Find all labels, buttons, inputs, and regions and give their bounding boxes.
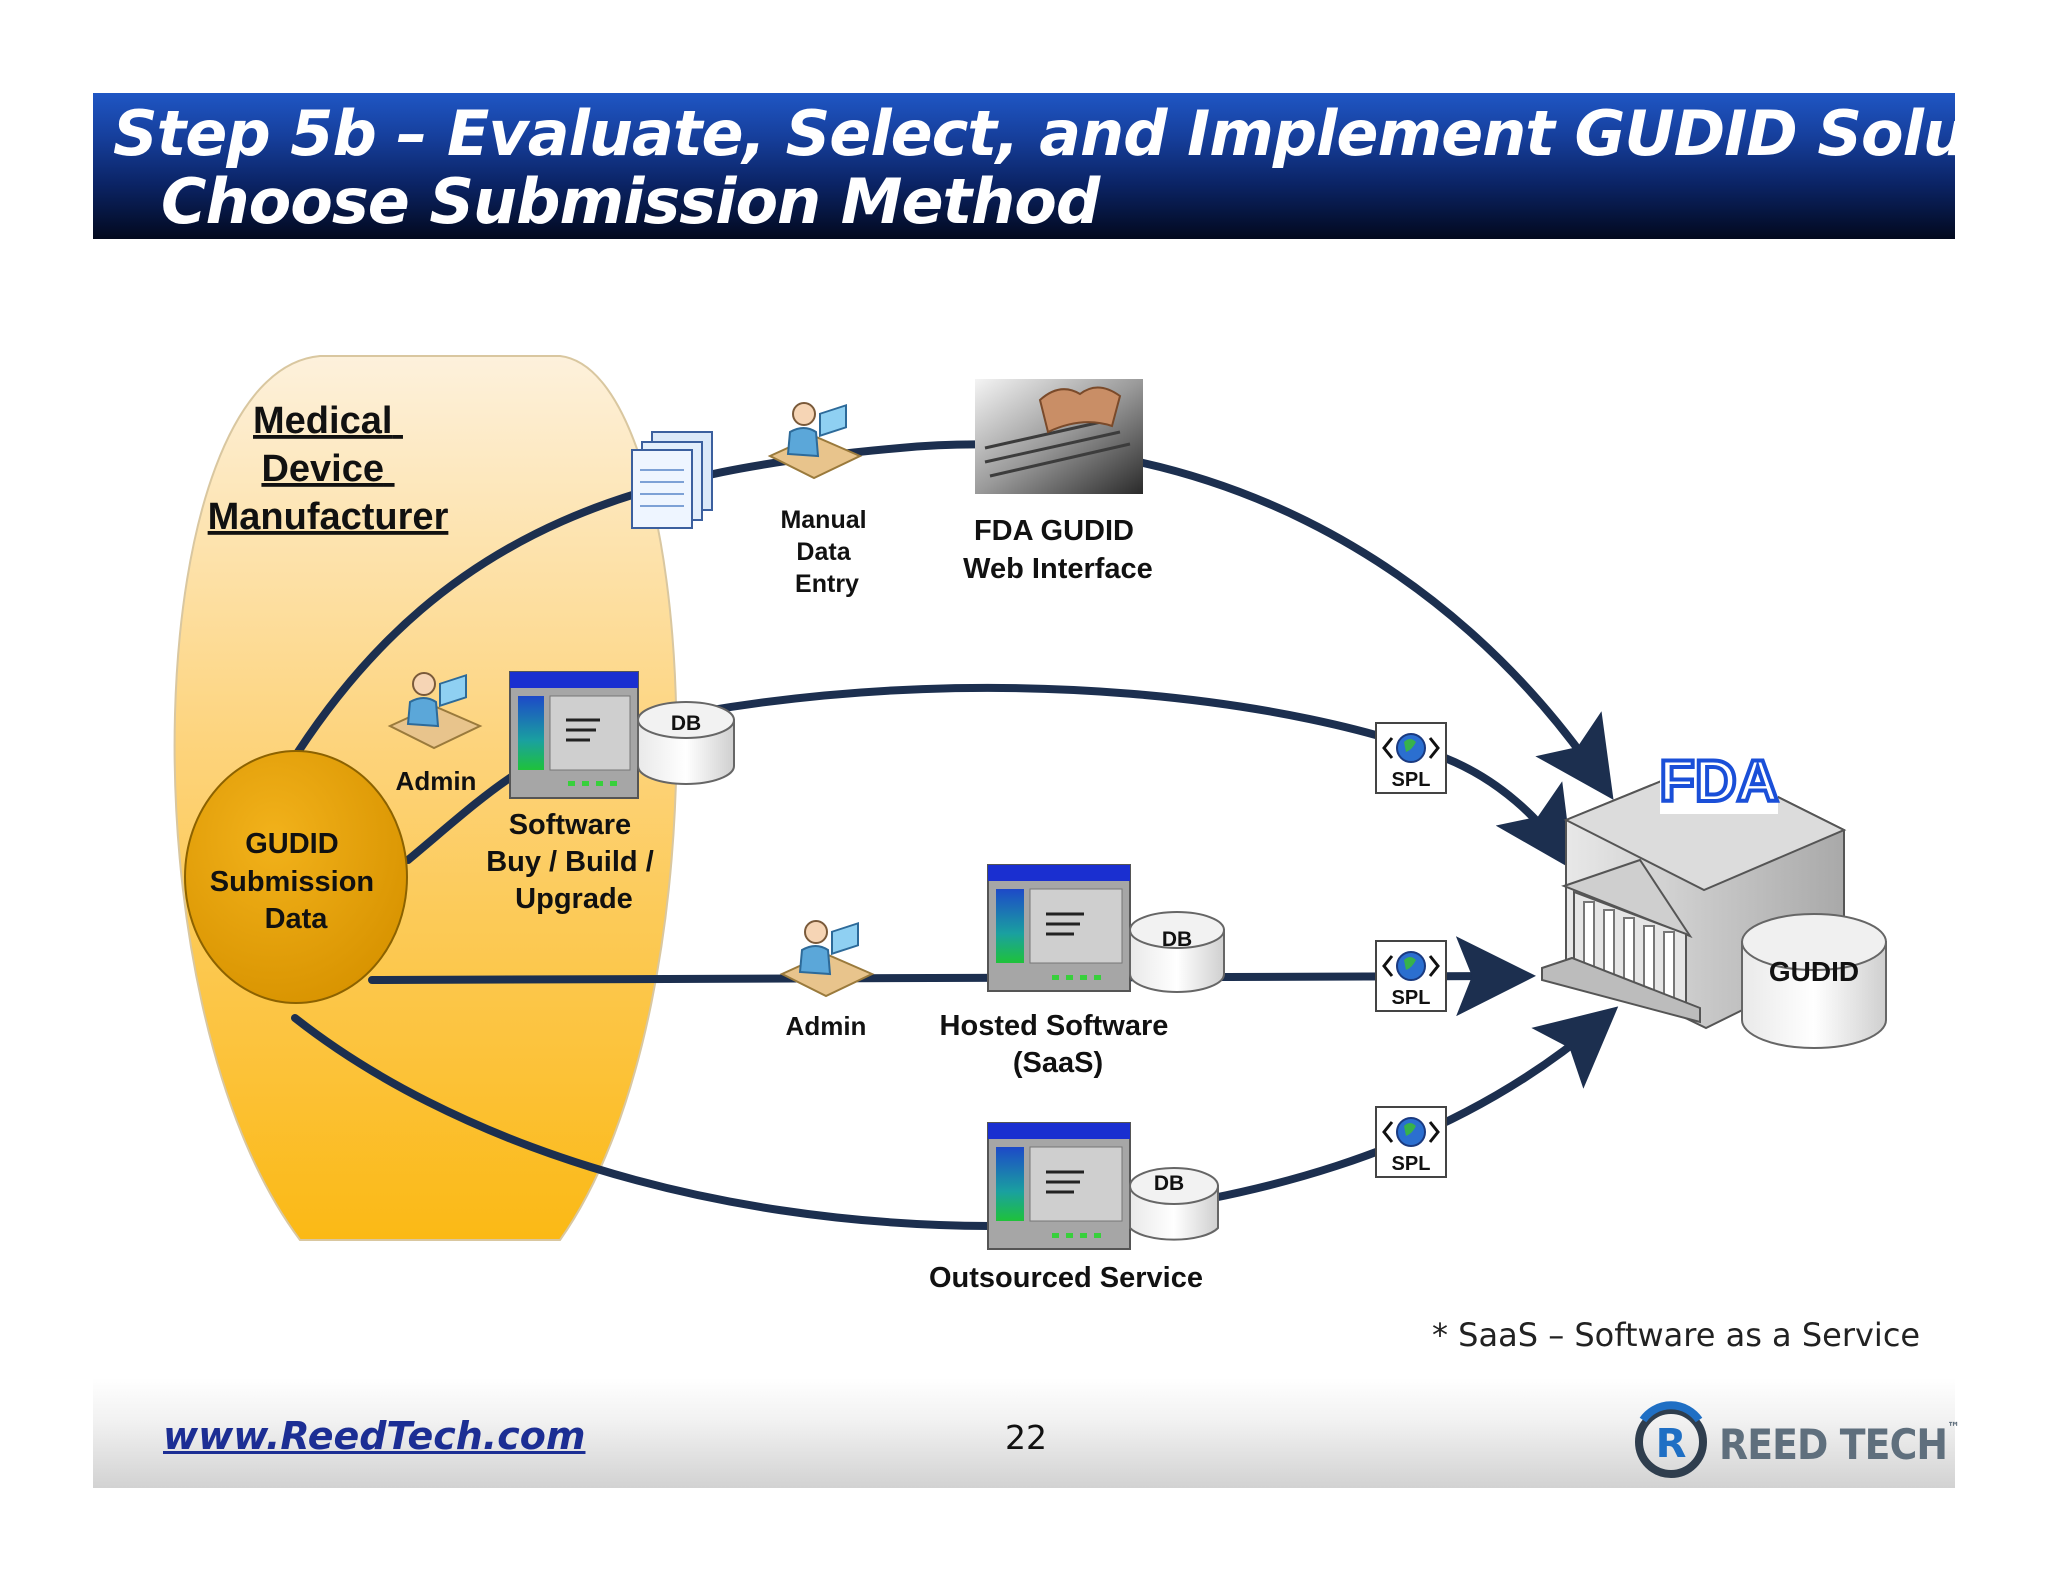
slide-subtitle: Choose Submission Method — [161, 165, 1100, 238]
admin-user-icon-1 — [387, 672, 483, 750]
hosted-db-icon — [1129, 911, 1225, 993]
outsourced-db-icon — [1129, 1167, 1219, 1241]
svg-text:FDA: FDA — [1659, 749, 1778, 814]
keyboard-photo — [975, 379, 1143, 494]
footer: www.ReedTech.com 22 R REED TECH™ — [93, 1378, 1960, 1488]
spl-badge-2 — [1375, 940, 1447, 1012]
spl-badge-3 — [1375, 1106, 1447, 1178]
manual-entry-label: Manual Data Entry — [780, 506, 873, 598]
spl-label-3: SPL — [1392, 1153, 1431, 1175]
page-number: 22 — [1005, 1418, 1047, 1457]
flow-hosted — [368, 936, 1536, 1017]
gudid-database-icon — [1741, 913, 1887, 1049]
manufacturer-label: Medical Device Manufacturer — [208, 400, 449, 538]
admin-label-1: Admin — [396, 766, 477, 796]
web-interface-label: FDA GUDID Web Interface — [963, 515, 1153, 585]
hosted-db-label: DB — [1162, 928, 1192, 951]
outsourced-service-label: Outsourced Service — [929, 1262, 1203, 1294]
submission-data-node — [184, 750, 408, 1004]
reedtech-link[interactable]: www.ReedTech.com — [163, 1414, 586, 1458]
flow-web-interface — [294, 440, 1614, 800]
software-label: Software Buy / Build / Upgrade — [486, 809, 662, 915]
documents-icon — [631, 431, 713, 529]
submission-data-label: GUDID Submission Data — [210, 828, 382, 935]
fda-logo: FDA — [1657, 744, 1781, 816]
reedtech-logo-text: REED TECH™ — [1719, 1420, 1960, 1469]
software-db-icon — [637, 701, 735, 785]
hosted-software-label: Hosted Software (SaaS) — [940, 1010, 1177, 1079]
title-bar: Step 5b – Evaluate, Select, and Implemen… — [93, 93, 2048, 239]
software-window-icon — [509, 671, 639, 799]
spl-label-2: SPL — [1392, 987, 1431, 1009]
software-db-label: DB — [671, 712, 701, 735]
hosted-window-icon — [987, 864, 1131, 992]
spl-badge-1 — [1375, 722, 1447, 794]
manual-entry-user-icon — [767, 402, 863, 480]
svg-text:R: R — [1656, 1421, 1687, 1467]
outsourced-db-label: DB — [1154, 1172, 1184, 1195]
spl-label-1: SPL — [1392, 769, 1431, 791]
gudid-db-label: GUDID — [1769, 956, 1859, 987]
saas-footnote: * SaaS – Software as a Service — [1432, 1316, 1921, 1354]
reedtech-logo-icon: R — [1635, 1401, 1707, 1478]
admin-label-2: Admin — [786, 1011, 867, 1041]
slide-title: Step 5b – Evaluate, Select, and Implemen… — [113, 97, 2048, 170]
outsourced-window-icon — [987, 1122, 1131, 1250]
admin-user-icon-2 — [779, 920, 875, 998]
